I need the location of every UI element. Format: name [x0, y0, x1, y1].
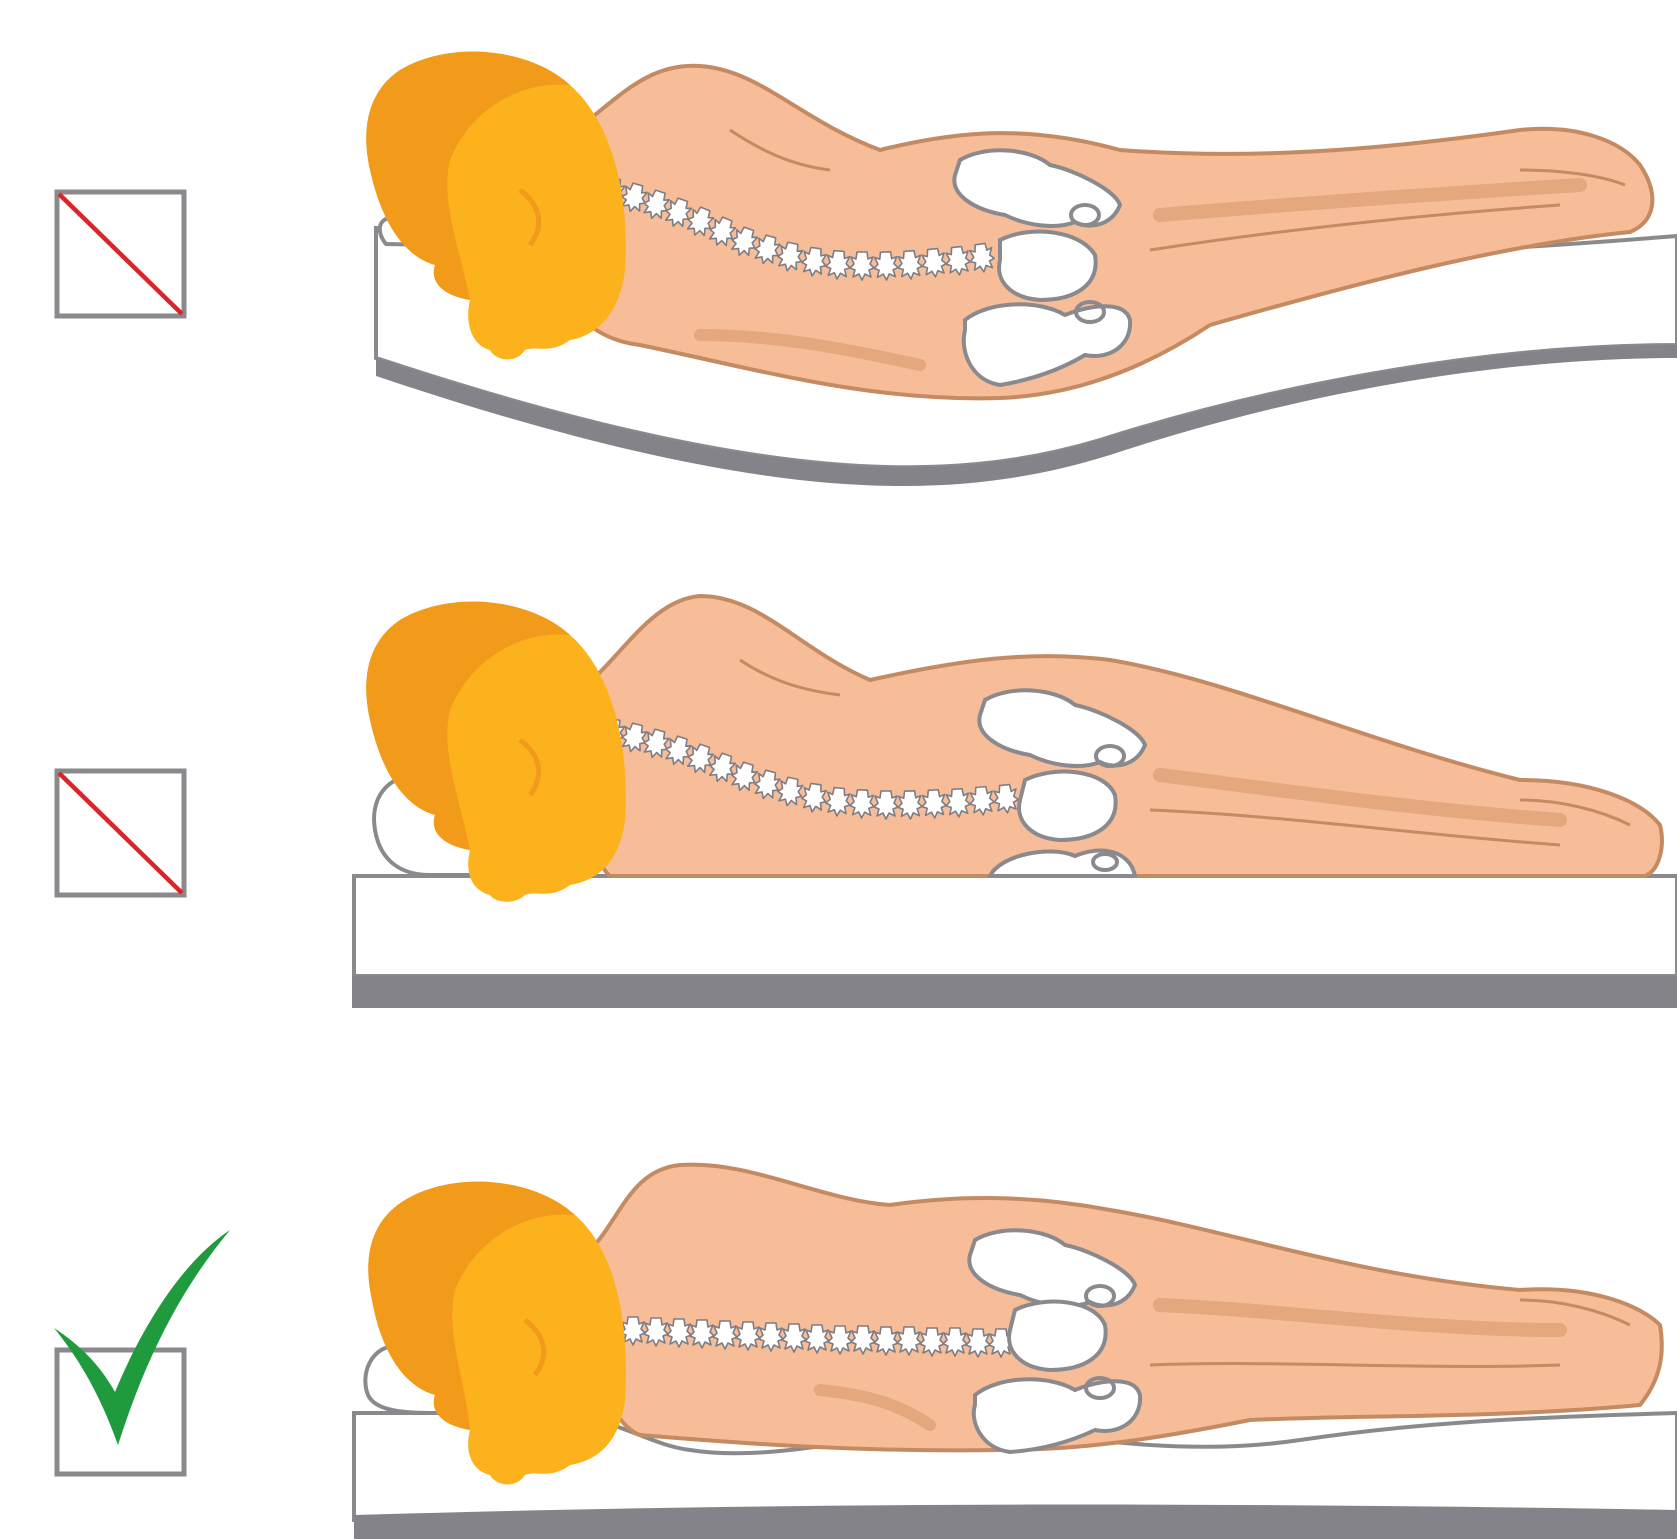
red-slash-icon [59, 773, 182, 893]
green-checkmark-icon [54, 1230, 230, 1445]
red-slash-icon [59, 194, 182, 314]
wrong-checkbox [57, 192, 184, 316]
wrong-checkbox [57, 771, 184, 895]
panel-correct-mattress [54, 1165, 1677, 1539]
correct-checkbox [54, 1230, 230, 1474]
mattress-hard [352, 876, 1677, 1008]
panel-hard-mattress [57, 596, 1677, 1008]
panel-soft-mattress [57, 52, 1677, 486]
